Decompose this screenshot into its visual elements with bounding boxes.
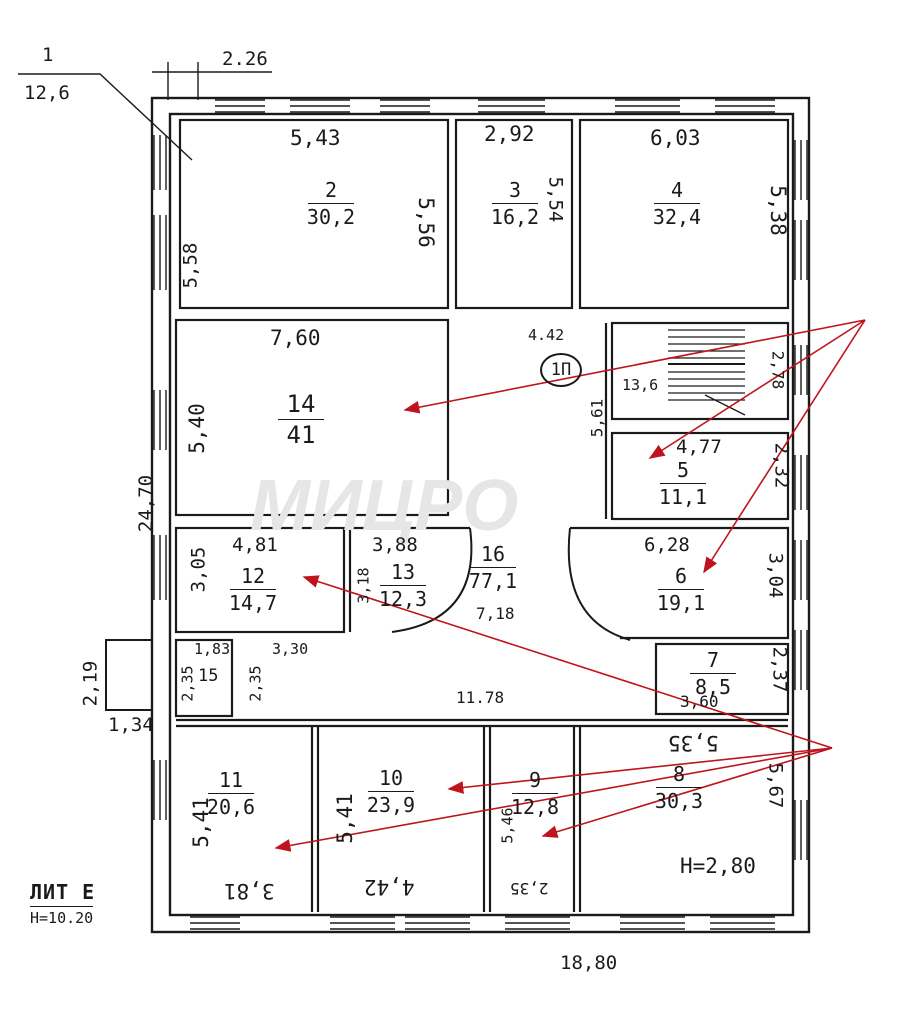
dim-535: 5,35 bbox=[668, 731, 719, 755]
dim-543: 5,43 bbox=[290, 126, 341, 150]
callout-area: 12,6 bbox=[24, 82, 70, 104]
callout-num: 1 bbox=[42, 44, 54, 66]
dim-bottom-total: 18,80 bbox=[560, 952, 618, 974]
stair-mark: 1П bbox=[540, 353, 582, 387]
door-arcs bbox=[391, 527, 631, 641]
dim-top-small: 2.26 bbox=[222, 48, 268, 70]
dim-entrance-w: 2,19 bbox=[79, 660, 102, 707]
interior-walls bbox=[174, 118, 790, 912]
dim-304: 3,04 bbox=[764, 552, 787, 599]
dim-760: 7,60 bbox=[270, 326, 321, 350]
dim-1178: 11.78 bbox=[456, 688, 505, 707]
dim-235a: 2,35 bbox=[178, 665, 197, 702]
dim-237: 2,37 bbox=[768, 646, 791, 693]
windows-right bbox=[794, 140, 808, 860]
dim-360: 3,60 bbox=[680, 692, 719, 711]
dim-561: 5,61 bbox=[587, 398, 607, 438]
outer-walls bbox=[150, 96, 811, 934]
dim-628: 6,28 bbox=[644, 534, 690, 556]
windows-bottom bbox=[190, 916, 775, 930]
floor-height: H=2,80 bbox=[680, 854, 756, 878]
litera-title: ЛИТ Е bbox=[30, 880, 96, 904]
dim-278: 2,78 bbox=[768, 350, 788, 390]
dim-442: 4,42 bbox=[364, 875, 415, 899]
dim-330: 3,30 bbox=[272, 640, 309, 658]
red-arrows bbox=[274, 319, 866, 852]
windows-left bbox=[153, 135, 167, 820]
stair-steps bbox=[668, 329, 746, 416]
dim-538: 5,38 bbox=[765, 185, 790, 236]
dim-292: 2,92 bbox=[484, 122, 535, 146]
dim-381: 3,81 bbox=[224, 879, 275, 903]
dim-235c: 2,35 bbox=[510, 879, 549, 898]
dim-567: 5,67 bbox=[764, 762, 787, 809]
dim-305: 3,05 bbox=[187, 546, 210, 593]
dim-556: 5,56 bbox=[413, 197, 438, 248]
dim-232: 2,32 bbox=[770, 442, 793, 489]
dim-442-top: 4.42 bbox=[528, 326, 565, 344]
dim-477: 4,77 bbox=[676, 436, 722, 458]
windows-top bbox=[215, 99, 775, 113]
dim-540: 5,40 bbox=[184, 403, 209, 454]
room-15: 15 bbox=[198, 666, 219, 686]
dim-558: 5,58 bbox=[179, 242, 202, 289]
stair-area: 13,6 bbox=[622, 376, 659, 394]
watermark: МИЦРО bbox=[250, 466, 518, 546]
dim-481: 4,81 bbox=[232, 534, 278, 556]
dim-left-total: 24,70 bbox=[135, 474, 158, 533]
dim-entrance-d: 1,34 bbox=[108, 714, 154, 736]
dim-603: 6,03 bbox=[650, 126, 701, 150]
dim-388: 3,88 bbox=[372, 534, 418, 556]
entrance-porch bbox=[105, 639, 153, 711]
dim-183: 1,83 bbox=[194, 640, 231, 658]
dimension-lines bbox=[18, 62, 272, 161]
dim-235b: 2,35 bbox=[246, 665, 265, 702]
building-height: H=10.20 bbox=[30, 906, 94, 927]
dim-718: 7,18 bbox=[476, 604, 515, 623]
